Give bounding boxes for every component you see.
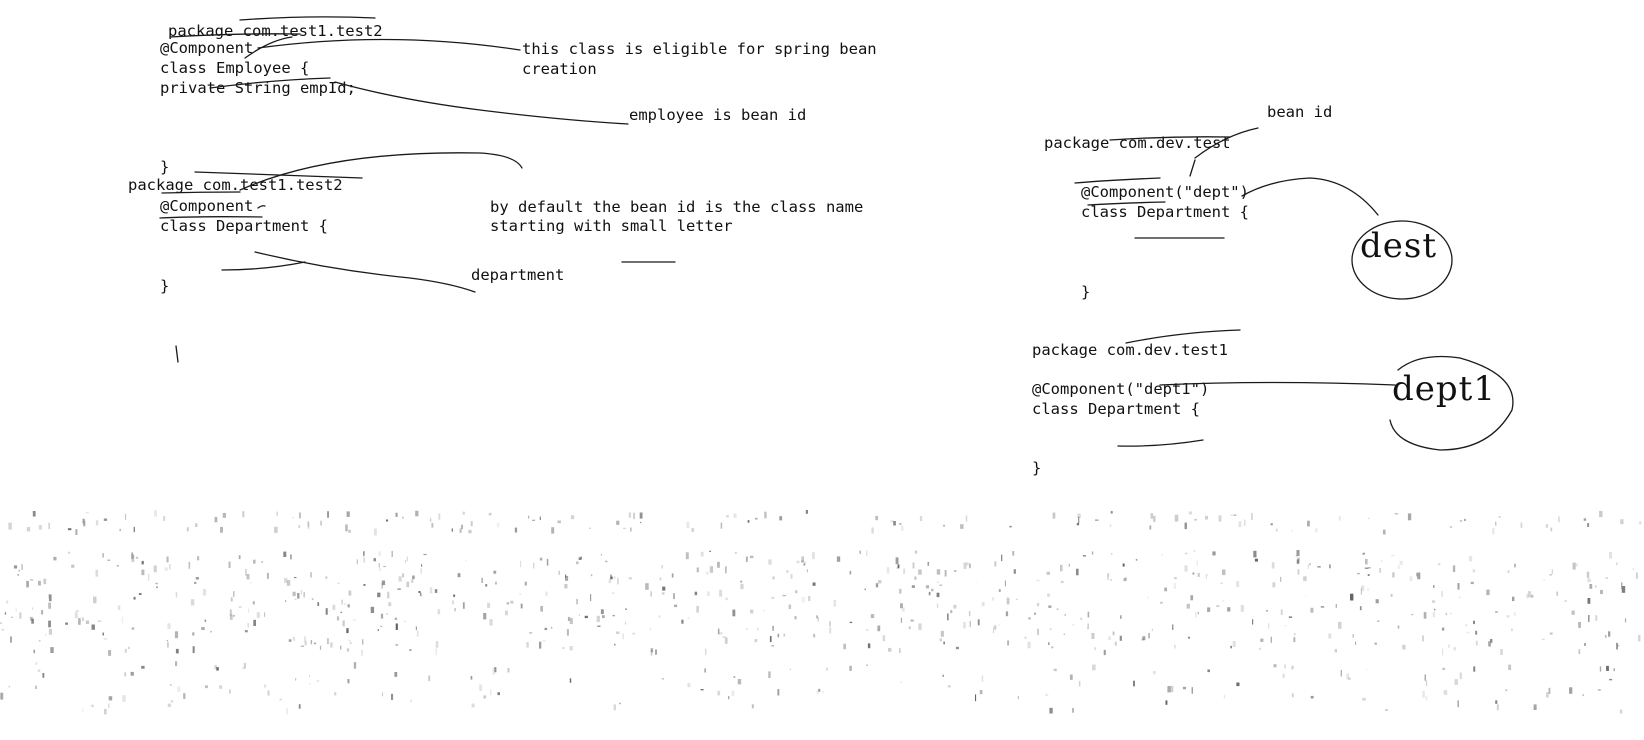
dev-component-annotation: @Component("dept") [1081,183,1249,201]
dev-package-line: package com.dev.test [1044,134,1231,152]
note-default-line2: starting with small letter [490,217,733,235]
note-bean-id: employee is bean id [629,106,807,124]
dev1-package-line: package com.dev.test1 [1032,341,1228,359]
dev-class-declaration: class Department { [1081,203,1249,221]
circled-dest-note: dest [1360,226,1437,266]
dept-closing-brace: } [160,277,170,295]
bean-id-label: bean id [1267,103,1333,121]
circled-dept1-note: dept1 [1392,369,1496,409]
note-department: department [471,266,565,284]
emp-class-declaration: class Employee { [160,59,310,77]
note-eligible-line1: this class is eligible for spring bean [522,40,877,58]
emp-field-line: private String empId; [160,79,356,97]
emp-component-annotation: @Component [160,39,254,57]
dev-closing-brace: } [1081,283,1091,301]
dept-component-annotation: @Component [160,197,254,215]
dept-class-declaration: class Department { [160,217,328,235]
emp-closing-brace: } [160,158,170,176]
note-default-line1: by default the bean id is the class name [490,198,864,216]
dev1-closing-brace: } [1032,459,1042,477]
dev1-class-declaration: class Department { [1032,400,1200,418]
scan-noise-band [0,510,1642,715]
dev1-component-annotation: @Component("dept1") [1032,380,1210,398]
note-eligible-line2: creation [522,60,597,78]
dept-package-line: package com.test1.test2 [128,176,343,194]
